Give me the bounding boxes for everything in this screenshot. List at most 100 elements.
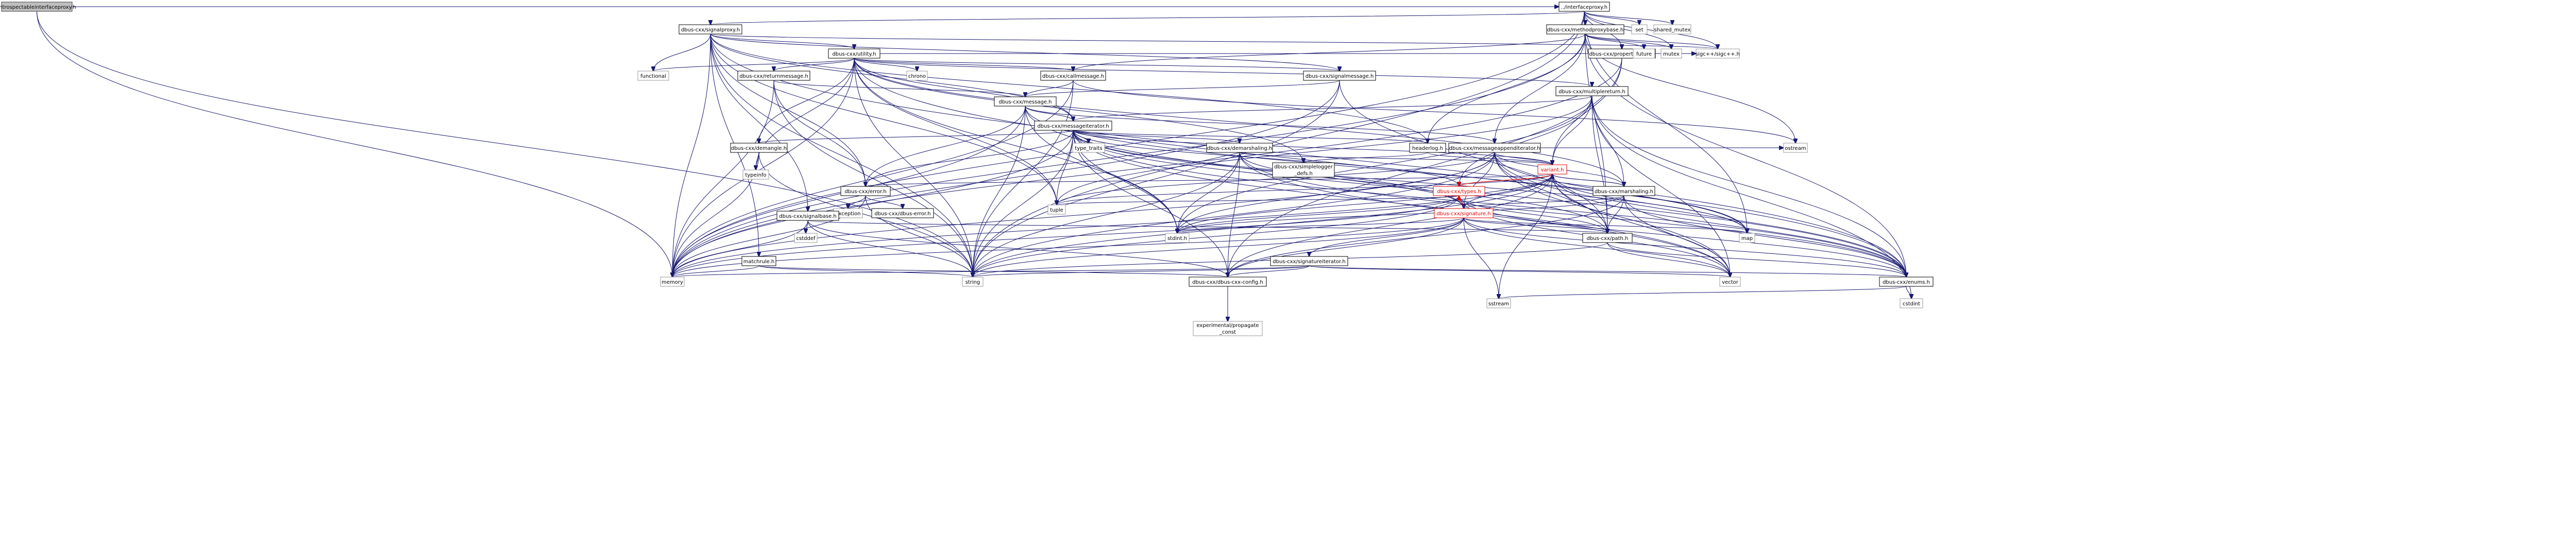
edge-signature-to-dbuscxxconfig: [1228, 217, 1464, 277]
edge-message-to-messageappenditerator: [1025, 106, 1495, 143]
node-signalbase[interactable]: dbus-cxx/signalbase.h: [776, 211, 839, 221]
node-types[interactable]: dbus-cxx/types.h: [1433, 186, 1485, 196]
edge-message-to-error: [866, 106, 1026, 186]
edge-demarshaling-to-signature: [1239, 152, 1464, 209]
edge-signalproxy-to-sigc: [710, 33, 1718, 49]
node-signalmessage[interactable]: dbus-cxx/signalmessage.h: [1303, 71, 1376, 81]
node-label-matchrule: matchrule.h: [743, 259, 775, 265]
edge-utility-to-signalmessage: [854, 58, 1340, 71]
edge-methodproxybase-to-mutex: [1585, 33, 1671, 49]
node-box-mutex: [1660, 48, 1682, 59]
node-label-vector: vector: [1722, 280, 1739, 285]
node-label-utility: dbus-cxx/utility.h: [832, 51, 876, 57]
edge-callmessage-to-string: [973, 80, 1074, 277]
edge-signalproxy-to-enums: [710, 33, 1906, 277]
edge-utility-to-stdint: [854, 58, 1177, 233]
edge-signalbase-to-string: [807, 220, 973, 277]
node-label-dbuscxxconfig: dbus-cxx/dbus-cxx-config.h: [1192, 280, 1263, 285]
node-returnmessage[interactable]: dbus-cxx/returnmessage.h: [737, 71, 810, 81]
node-box-headerlog: [1409, 143, 1446, 153]
node-dbuserror[interactable]: dbus-cxx/dbus-error.h: [871, 208, 934, 218]
node-box-message: [994, 96, 1057, 107]
node-memory: memory: [660, 277, 685, 287]
node-label-ostream: ostream: [1785, 146, 1806, 151]
edge-signatureiterator-to-enums: [1309, 265, 1906, 277]
node-label-shared_mutex: shared_mutex: [1654, 27, 1691, 33]
node-mutex: mutex: [1660, 48, 1682, 59]
edge-multipletreturn-to-types: [1459, 95, 1592, 186]
edge-signature-to-stdint: [1177, 217, 1464, 233]
node-marshaling[interactable]: dbus-cxx/marshaling.h: [1592, 186, 1655, 196]
node-error[interactable]: dbus-cxx/error.h: [840, 186, 891, 196]
node-signatureiterator[interactable]: dbus-cxx/signatureiterator.h: [1270, 256, 1348, 266]
edge-signalbase-to-dbuscxxconfig: [807, 220, 1228, 277]
edge-utility-to-returnmessage: [774, 58, 855, 71]
edge-signalbase-to-path: [807, 220, 1607, 233]
node-signalproxy[interactable]: dbus-cxx/signalproxy.h: [679, 24, 742, 35]
node-box-utility: [828, 48, 880, 59]
node-enums[interactable]: dbus-cxx/enums.h: [1879, 277, 1934, 287]
node-root[interactable]: introspectableinterfaceproxy.h: [0, 2, 76, 12]
edge-marshaling-to-variant: [1552, 174, 1624, 187]
node-multipletreturn[interactable]: dbus-cxx/multiplereturn.h: [1555, 86, 1629, 96]
edge-messageappenditerator-to-string: [973, 152, 1495, 277]
node-label-root: introspectableinterfaceproxy.h: [0, 5, 76, 10]
edge-interfaceproxy-to-signalproxy: [710, 11, 1585, 25]
node-label-callmessage: dbus-cxx/callmessage.h: [1042, 74, 1104, 79]
node-headerlog[interactable]: headerlog.h: [1409, 143, 1446, 153]
node-interfaceproxy[interactable]: ../interfaceproxy.h: [1558, 2, 1610, 12]
node-label-functional: functional: [640, 74, 666, 79]
node-matchrule[interactable]: matchrule.h: [741, 256, 776, 266]
node-dbuscxxconfig[interactable]: dbus-cxx/dbus-cxx-config.h: [1189, 277, 1267, 287]
edge-utility-to-memory: [672, 58, 855, 277]
edge-signalproxy-to-string: [710, 33, 973, 277]
node-box-type_traits: [1072, 143, 1105, 153]
node-box-memory: [660, 277, 685, 287]
edge-error-to-dbuserror: [865, 195, 903, 209]
node-simplelogger1[interactable]: dbus-cxx/simplelogger: [1272, 162, 1335, 178]
edge-methodproxybase-to-messageappenditerator: [1495, 33, 1586, 143]
node-path[interactable]: dbus-cxx/path.h: [1582, 233, 1633, 243]
node-messageiterator[interactable]: dbus-cxx/messageiterator.h: [1034, 120, 1112, 131]
edge-signature-to-memory: [672, 217, 1464, 277]
edge-messageiterator-to-memory: [672, 130, 1074, 277]
node-methodproxybase[interactable]: dbus-cxx/methodproxybase.h: [1546, 24, 1624, 35]
node-demarshaling[interactable]: dbus-cxx/demarshaling.h: [1206, 143, 1273, 153]
node-label-signatureiterator: dbus-cxx/signatureiterator.h: [1273, 259, 1346, 265]
edge-signatureiterator-to-string: [973, 265, 1310, 277]
node-simplelogger2[interactable]: _defs.h: [1273, 169, 1334, 177]
node-callmessage[interactable]: dbus-cxx/callmessage.h: [1040, 71, 1106, 81]
node-label-path: dbus-cxx/path.h: [1587, 236, 1629, 242]
edge-root-to-string: [37, 11, 973, 277]
edge-signalproxy-to-error: [710, 33, 866, 186]
node-box-types: [1433, 186, 1485, 196]
node-cstddef: cstddef: [794, 233, 818, 243]
node-propagate2: _const: [1219, 330, 1236, 335]
node-message[interactable]: dbus-cxx/message.h: [994, 96, 1057, 107]
edge-marshaling-to-signature: [1464, 195, 1624, 209]
edge-multipletreturn-to-tuple: [1057, 95, 1592, 205]
node-label-chrono: chrono: [908, 74, 926, 79]
node-label-propagate1: experimental/propagate: [1196, 323, 1259, 329]
node-set: set: [1631, 24, 1648, 35]
node-variant[interactable]: variant.h: [1537, 164, 1567, 175]
edge-methodproxybase-to-sigc: [1585, 33, 1718, 49]
edge-signalmessage-to-memory: [672, 80, 1340, 277]
edge-messageappenditerator-to-stdint: [1177, 152, 1495, 233]
node-label-future: future: [1636, 51, 1652, 57]
node-box-stdint: [1165, 233, 1190, 243]
edge-root-to-memory: [37, 11, 673, 277]
node-box-demangle: [730, 143, 788, 153]
node-demangle[interactable]: dbus-cxx/demangle.h: [730, 143, 788, 153]
node-utility[interactable]: dbus-cxx/utility.h: [828, 48, 880, 59]
edge-utility-to-multipletreturn: [854, 58, 1592, 87]
edge-interfaceproxy-to-memory: [672, 11, 1585, 277]
edge-matchrule-to-memory: [672, 265, 759, 277]
node-messageappenditerator[interactable]: dbus-cxx/messageappenditerator.h: [1448, 143, 1541, 153]
node-signature[interactable]: dbus-cxx/signature.h: [1434, 208, 1494, 218]
node-label-message: dbus-cxx/message.h: [998, 99, 1052, 105]
edge-methodproxybase-to-future: [1585, 33, 1644, 49]
edge-path-to-vector: [1607, 242, 1730, 277]
edge-types-to-tuple: [1057, 195, 1460, 205]
edge-variant-to-tuple: [1057, 174, 1553, 205]
